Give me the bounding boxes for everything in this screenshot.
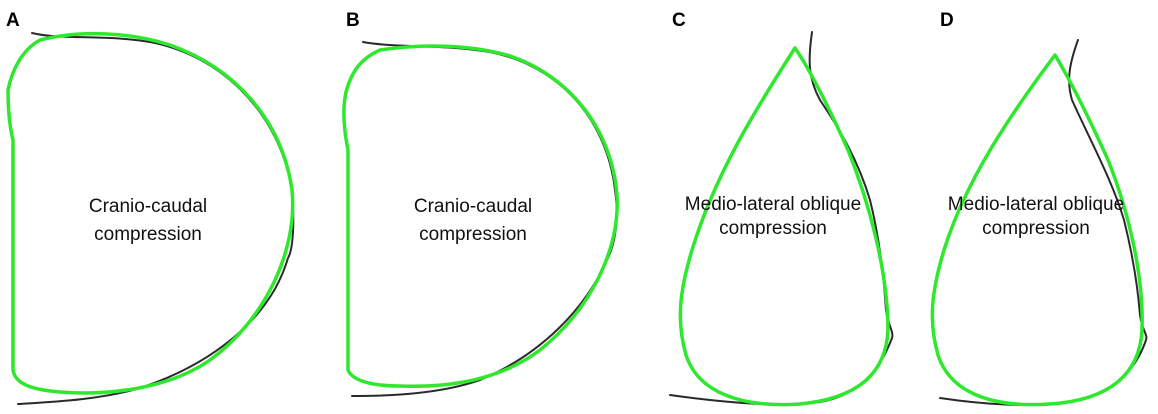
panel-label-a-line2: compression — [94, 224, 202, 245]
panel-letter-b: B — [346, 10, 360, 31]
panel-a: A Cranio-caudal compression — [6, 10, 295, 405]
panel-b: B Cranio-caudal compression — [342, 10, 619, 397]
panel-label-d-line2: compression — [982, 218, 1090, 239]
panel-label-d-line1: Medio-lateral oblique — [948, 194, 1124, 215]
simulated-outline-a — [6, 31, 295, 395]
panel-label-b-line1: Cranio-caudal — [414, 196, 532, 217]
panel-letter-a: A — [6, 10, 20, 31]
simulated-outline-b — [342, 44, 619, 389]
panel-letter-c: C — [672, 10, 686, 31]
reference-outline-b — [351, 41, 618, 397]
panel-label-c-line1: Medio-lateral oblique — [685, 194, 861, 215]
simulated-outline-d — [930, 53, 1144, 407]
panel-label-b-line2: compression — [419, 224, 527, 245]
panel-letter-d: D — [940, 10, 954, 31]
panel-label-a-line1: Cranio-caudal — [89, 196, 207, 217]
panel-c: C Medio-lateral oblique compression — [669, 10, 894, 407]
panel-label-c-line2: compression — [719, 218, 827, 239]
simulated-outline-c — [678, 46, 890, 407]
reference-outline-a — [17, 32, 295, 405]
panel-d: D Medio-lateral oblique compression — [930, 10, 1148, 407]
